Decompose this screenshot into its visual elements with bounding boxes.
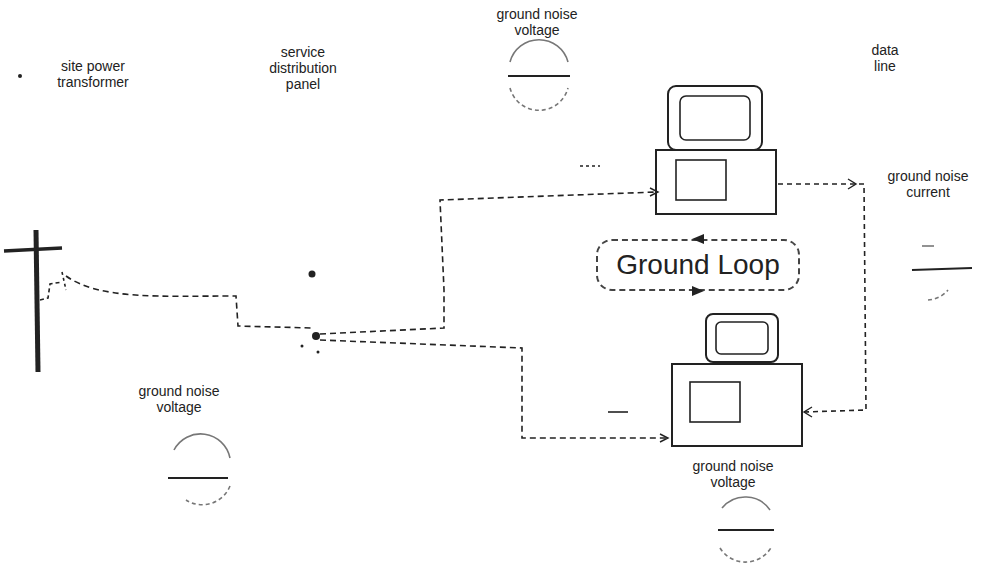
ground-wire [320, 340, 668, 438]
callout-label: data line [862, 42, 908, 74]
data-line [778, 184, 866, 412]
loop-arrowhead [692, 234, 704, 244]
pole [36, 230, 38, 372]
crossbar [4, 248, 62, 251]
scope-waveform [718, 497, 774, 562]
junction-dot [312, 332, 320, 340]
power-line [66, 276, 312, 328]
computer-case [656, 150, 776, 214]
callout-label: site power transformer [50, 58, 136, 90]
scope-waveform [168, 434, 230, 505]
computer-case [672, 364, 802, 446]
monitor [706, 314, 778, 362]
panel-dot [309, 271, 316, 278]
callout-label: ground noise voltage [690, 458, 776, 490]
loop-arrowhead [692, 286, 704, 296]
ground-loop-box: Ground Loop [596, 239, 800, 291]
scope-waveform [912, 246, 972, 300]
scope-waveform [508, 40, 570, 111]
monitor [668, 86, 762, 150]
callout-label: ground noise current [878, 168, 978, 200]
box-title: Ground Loop [616, 249, 779, 281]
callout-label: service distribution panel [258, 44, 348, 92]
callout-label: ground noise voltage [494, 6, 580, 38]
callout-label: ground noise voltage [136, 383, 222, 415]
